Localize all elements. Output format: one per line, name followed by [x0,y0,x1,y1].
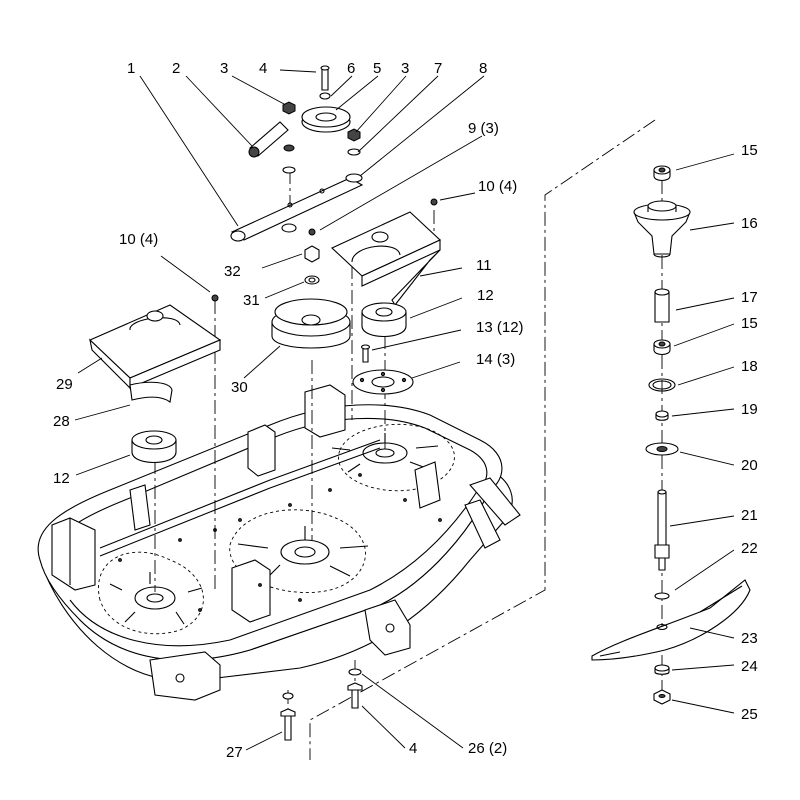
callout-6: 6 [347,60,355,77]
callout-9: 9 (3) [468,120,499,137]
callout-28: 28 [53,413,70,430]
spindle-pulley-right [361,302,407,337]
callout-3: 3 [401,60,409,77]
callout-12-left: 12 [53,470,70,487]
callout-4-bottom: 4 [409,740,417,757]
callout-8: 8 [479,60,487,77]
deck-star-center [237,526,369,580]
callout-22: 22 [741,540,758,557]
callout-20: 20 [741,457,758,474]
deck-bracket-front [129,384,441,623]
callout-23: 23 [741,630,758,647]
callout-12-right: 12 [477,287,494,304]
callout-19: 19 [741,401,758,418]
left-spindle-cover [89,304,222,390]
callout-25: 25 [741,706,758,723]
callout-4: 4 [259,60,267,77]
right-spindle-cover [331,211,441,306]
callout-2: 2 [172,60,180,77]
callout-17: 17 [741,289,758,306]
deck-front-hitch [149,599,411,701]
assembly-centerlines [154,119,663,760]
callout-11: 11 [476,257,492,274]
deck-bracket-left [51,517,96,591]
idler-arm-assembly [230,65,364,285]
callout-14: 14 (3) [476,351,515,368]
callout-13: 13 (12) [476,319,524,336]
mounting-plate-14 [352,369,414,395]
spindle-pulley-left [131,430,177,463]
callout-27: 27 [226,744,243,761]
callout-5: 5 [373,60,381,77]
callout-15-lower: 15 [741,315,758,332]
callout-32: 32 [224,263,241,280]
callout-26: 26 (2) [468,740,507,757]
callout-1: 1 [127,60,135,77]
belt-guide-28 [129,381,173,403]
center-pulley [271,298,351,349]
spindle-exploded [591,165,751,705]
callout-labels: 1 2 3 4 6 5 3 7 8 9 (3) 10 (4) 10 (4) 11… [53,60,758,761]
bolts-misc [211,198,438,741]
callout-29: 29 [56,376,73,393]
leader-lines [74,69,735,751]
mower-deck [37,384,521,701]
callout-15-top: 15 [741,142,758,159]
callout-30: 30 [231,379,248,396]
callout-10-right: 10 (4) [478,178,517,195]
callout-31: 31 [243,292,260,309]
deck-bracket-right [464,477,521,549]
callout-18: 18 [741,358,758,375]
callout-3: 3 [220,60,228,77]
callout-21: 21 [741,507,758,524]
callout-24: 24 [741,658,758,675]
callout-16: 16 [741,215,758,232]
callout-7: 7 [434,60,442,77]
deck-star-right [331,433,439,473]
callout-10-left: 10 (4) [119,231,158,248]
